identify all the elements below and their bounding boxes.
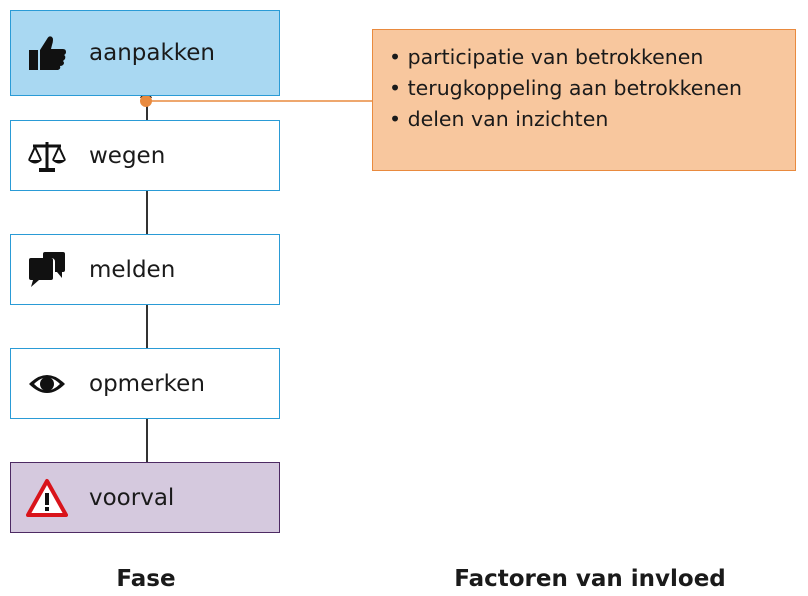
phase-label: opmerken <box>89 370 205 397</box>
phase-box-opmerken: opmerken <box>10 348 280 419</box>
factors-list: participatie van betrokkenen terugkoppel… <box>389 42 795 135</box>
factors-box: participatie van betrokkenen terugkoppel… <box>372 29 796 171</box>
phase-label: voorval <box>89 484 175 511</box>
phase-label: wegen <box>89 142 166 169</box>
phase-box-aanpakken: aanpakken <box>10 10 280 96</box>
phase-box-melden: melden <box>10 234 280 305</box>
factor-item: delen van inzichten <box>389 104 795 135</box>
connector-line <box>146 305 148 348</box>
phase-caption: Fase <box>116 566 176 592</box>
eye-icon <box>25 362 69 406</box>
scales-icon <box>25 134 69 178</box>
phase-label: melden <box>89 256 176 283</box>
thumbs-up-icon <box>25 31 69 75</box>
speech-bubbles-icon <box>25 248 69 292</box>
warning-triangle-icon <box>25 476 69 520</box>
connector-line <box>146 96 148 120</box>
phase-box-wegen: wegen <box>10 120 280 191</box>
phase-box-voorval: voorval <box>10 462 280 533</box>
connector-line <box>146 419 148 462</box>
factor-item: participatie van betrokkenen <box>389 42 795 73</box>
connector-line <box>146 191 148 234</box>
factors-caption: Factoren van invloed <box>454 566 726 592</box>
connector-dot <box>140 95 152 107</box>
factor-item: terugkoppeling aan betrokkenen <box>389 73 795 104</box>
phase-label: aanpakken <box>89 40 216 66</box>
